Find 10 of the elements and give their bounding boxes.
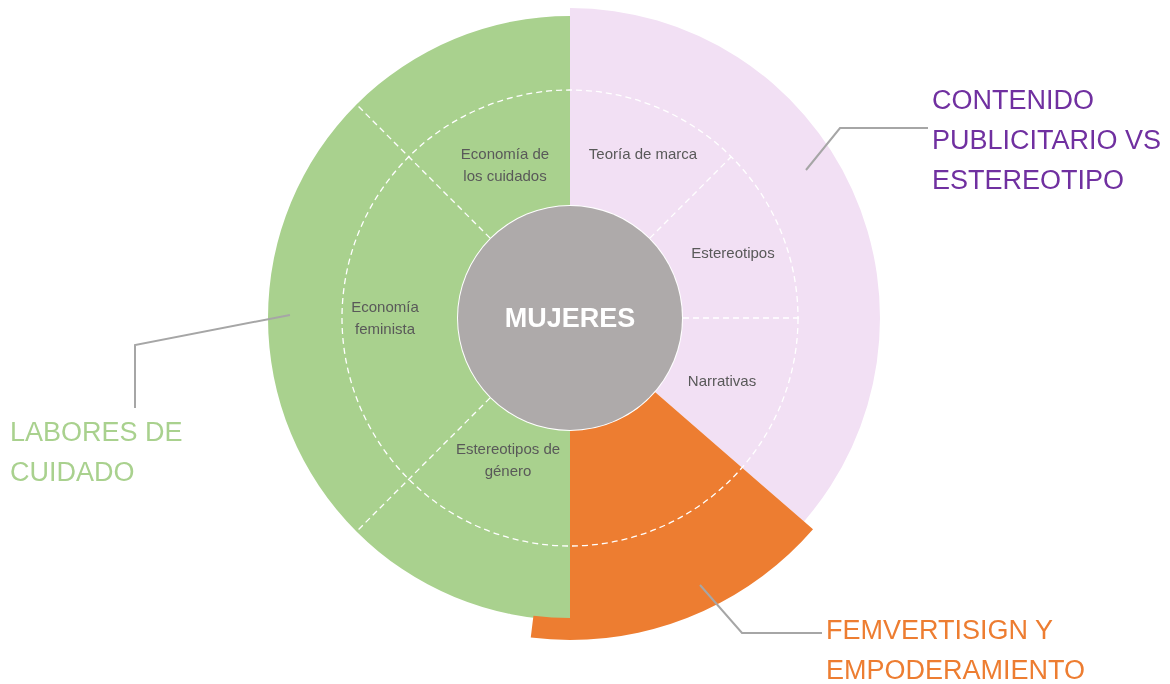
category-label: LABORES DE CUIDADO [10,412,210,492]
segment-label: Estereotipos de género [452,438,564,482]
leader-line [134,314,291,409]
category-label: CONTENIDO PUBLICITARIO VS ESTEREOTIPO [932,80,1167,200]
leader-line [805,127,929,171]
segment-label: Economía feminista [335,296,435,340]
segment-label: Teoría de marca [588,143,698,165]
segment-label: Economía de los cuidados [450,143,560,187]
category-label: FEMVERTISIGN Y EMPODERAMIENTO [826,610,1126,684]
leader-line [699,584,823,634]
